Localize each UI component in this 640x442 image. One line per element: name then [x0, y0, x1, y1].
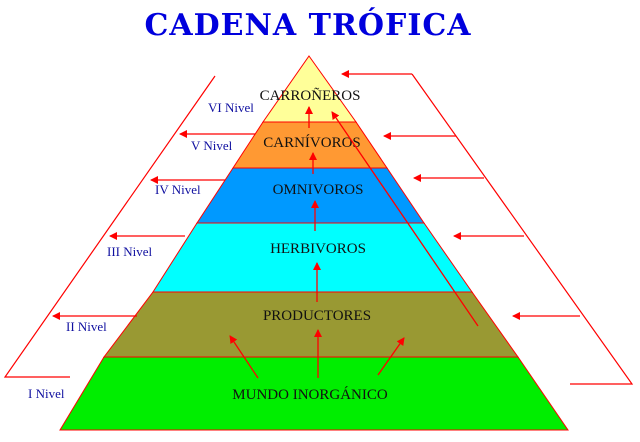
arrow-productores-to-scavengers-diagonal [331, 111, 479, 327]
left-level-frame [3, 75, 216, 378]
flow-arrows [229, 106, 479, 379]
arrow-inorganic-to-producers-left [229, 335, 259, 379]
layer-label-productores: PRODUCTORES [263, 308, 371, 324]
pyramid [59, 55, 569, 431]
layer-label-carroneros: CARROÑEROS [260, 88, 361, 104]
level-label-3: III Nivel [107, 244, 153, 259]
level-label-6: VI Nivel [208, 100, 254, 115]
right-level-frame [411, 73, 634, 385]
right-level-arrows [341, 70, 580, 320]
layer-label-herbivoros: HERBIVOROS [270, 241, 366, 257]
layer-label-mundo-inorganico: MUNDO INORGÁNICO [232, 386, 388, 403]
left-level-arrows [52, 130, 255, 320]
level-label-2: II Nivel [66, 319, 107, 334]
diagram-title: CADENA TRÓFICA [144, 7, 471, 43]
level-label-1: I Nivel [28, 386, 65, 401]
layer-label-omnivoros: OMNIVOROS [273, 182, 364, 198]
layer-productores [102, 291, 519, 358]
layer-herbivoros [152, 222, 473, 293]
level-label-5: V Nivel [191, 138, 233, 153]
level-label-4: IV Nivel [155, 182, 201, 197]
arrow-inorganic-to-producers-right [377, 337, 405, 376]
layer-label-carnivoros: CARNÍVOROS [263, 134, 361, 151]
